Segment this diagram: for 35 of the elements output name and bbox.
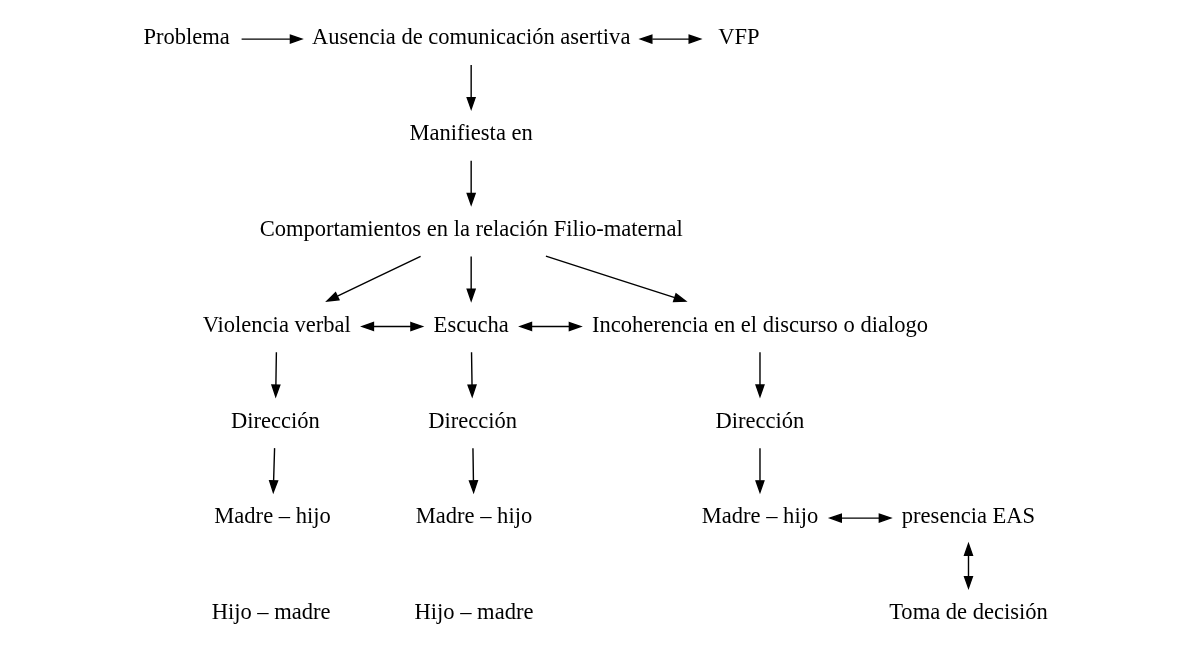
node-text: Dirección bbox=[230, 407, 320, 433]
arrow bbox=[468, 447, 478, 495]
node-text: presencia EAS bbox=[901, 503, 1035, 529]
arrow bbox=[465, 64, 476, 112]
arrow bbox=[963, 541, 973, 591]
label: Hijo – madre bbox=[414, 599, 533, 625]
arrow bbox=[637, 34, 703, 45]
node-text: Madre – hijo bbox=[213, 503, 331, 529]
node-text: Violencia verbal bbox=[202, 311, 351, 337]
arrow bbox=[754, 447, 765, 495]
node-text: Incoherencia en el discurso o dialogo bbox=[591, 311, 928, 337]
arrow bbox=[465, 160, 476, 207]
node-text: Problema bbox=[142, 24, 230, 50]
node-text: Toma de decisión bbox=[888, 599, 1048, 625]
arrow bbox=[466, 351, 477, 399]
label: Hijo – madre bbox=[211, 599, 331, 625]
node-text: Dirección bbox=[427, 407, 517, 433]
node-text: VFP bbox=[717, 24, 760, 50]
arrow bbox=[324, 255, 421, 302]
node-text: Ausencia de comunicación asertiva bbox=[311, 24, 630, 50]
arrow bbox=[754, 351, 765, 399]
arrow bbox=[270, 351, 281, 399]
arrow bbox=[268, 447, 279, 495]
arrow bbox=[465, 255, 476, 303]
arrow bbox=[544, 255, 688, 303]
node-text: Madre – hijo bbox=[701, 503, 818, 529]
node-text: Dirección bbox=[715, 407, 804, 433]
arrow bbox=[240, 34, 304, 45]
node-text: Madre – hijo bbox=[415, 503, 532, 529]
arrow bbox=[359, 321, 424, 332]
node-text: Manifiesta en bbox=[409, 120, 533, 146]
arrow bbox=[517, 321, 583, 332]
node-text: Comportamientos en la relación Filio-maternal bbox=[259, 216, 683, 242]
node-text: Escucha bbox=[433, 311, 509, 337]
arrow bbox=[827, 513, 893, 524]
